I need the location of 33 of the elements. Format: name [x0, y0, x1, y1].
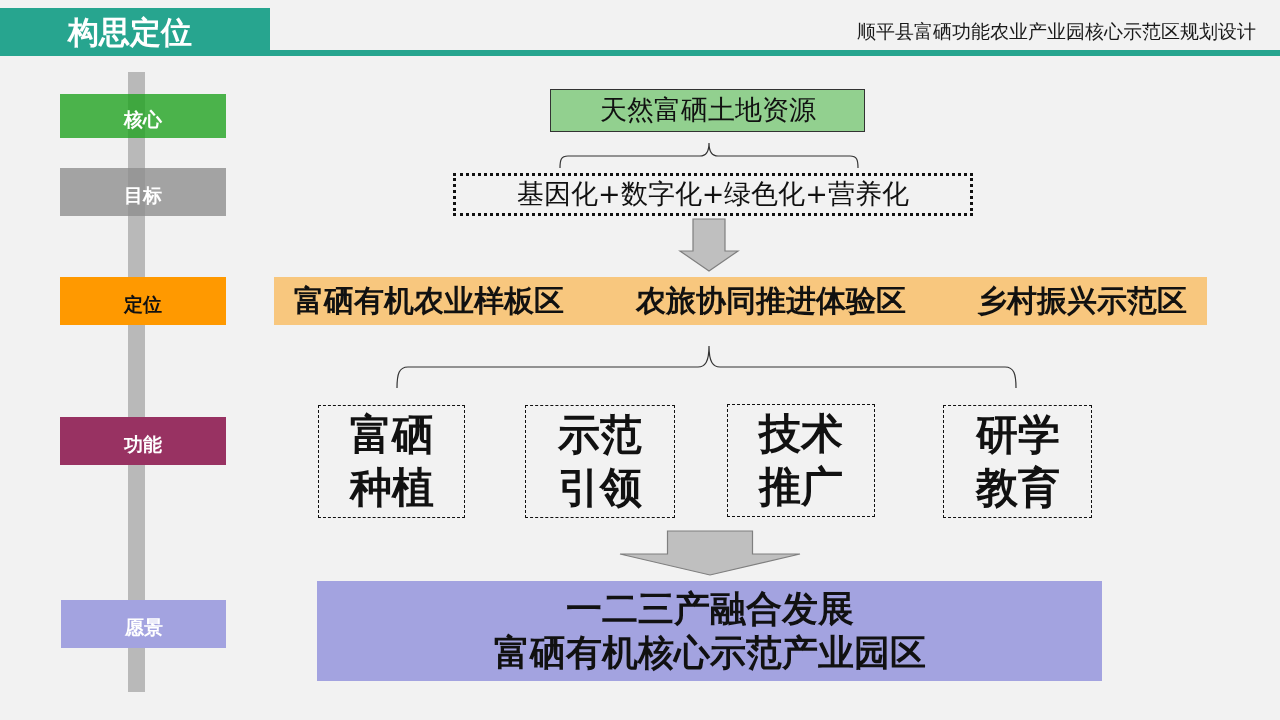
- stage-tag: [60, 168, 226, 216]
- function-box: [943, 405, 1092, 518]
- resource-box: [550, 89, 865, 132]
- block-arrow: [678, 218, 740, 272]
- function-text: 示范引领: [557, 409, 643, 514]
- stage-tag: [60, 94, 226, 138]
- goal-box: [453, 173, 973, 216]
- page-title: 构思定位: [68, 16, 192, 48]
- function-box: [727, 404, 875, 517]
- block-arrow: [619, 530, 801, 576]
- project-title: 顺平县富硒功能农业产业园核心示范区规划设计: [857, 20, 1256, 43]
- stage-label: 定位: [124, 292, 162, 316]
- stage-tag: [61, 600, 226, 648]
- stage-label: 功能: [124, 432, 162, 456]
- function-box: [318, 405, 465, 518]
- function-box: [525, 405, 675, 518]
- goal-text: 基因化+数字化+绿色化+营养化: [517, 178, 909, 211]
- stage-label: 目标: [124, 183, 162, 207]
- function-text: 技术推广: [757, 408, 844, 513]
- function-text: 研学教育: [974, 409, 1061, 514]
- stage-label: 核心: [124, 107, 162, 131]
- function-text: 富硒种植: [348, 409, 435, 514]
- positioning-band: [274, 277, 1207, 325]
- vision-text: 富硒有机核心示范产业园区: [493, 631, 926, 675]
- positioning-text: 富硒有机农业样板区: [294, 283, 564, 319]
- stage-tag: [60, 277, 226, 325]
- positioning-text: 乡村振兴示范区: [977, 283, 1187, 319]
- vision-text: 一二三产融合发展: [565, 587, 854, 631]
- resource-text: 天然富硒土地资源: [599, 94, 816, 127]
- stage-label: 愿景: [124, 615, 163, 639]
- vision-box: [317, 581, 1102, 681]
- stage-tag: [60, 417, 226, 465]
- positioning-text: 农旅协同推进体验区: [635, 283, 906, 319]
